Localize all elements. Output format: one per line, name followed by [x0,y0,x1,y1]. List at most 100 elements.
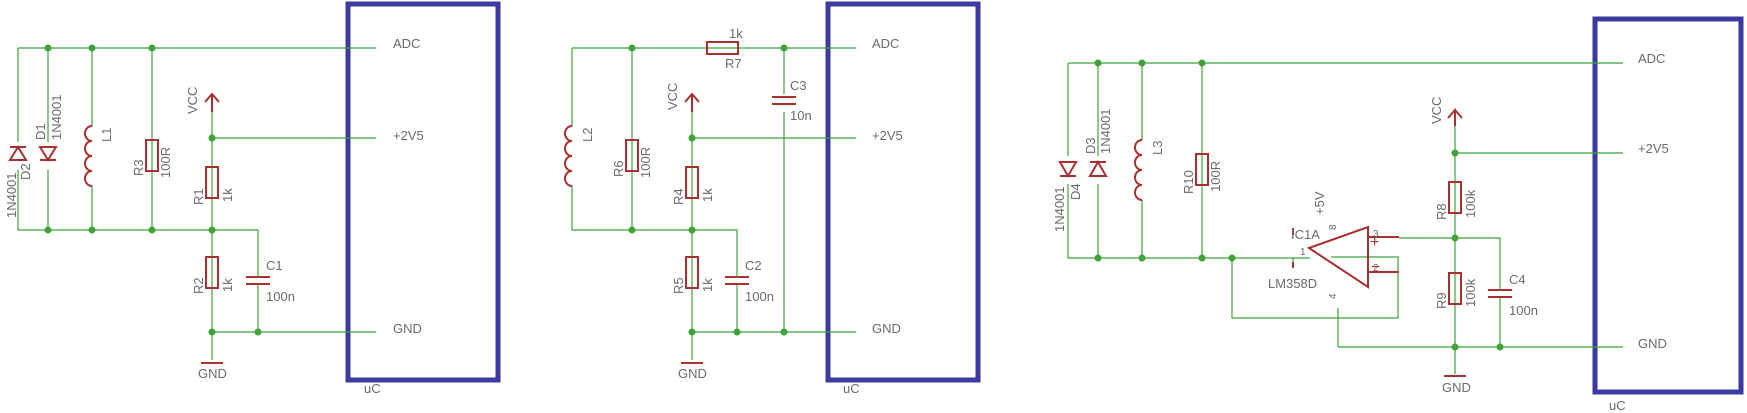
label-r4: R4 [671,188,686,205]
label-r10: R10 [1181,170,1196,194]
uc-block-3 [1592,16,1744,395]
pin-v25-3: +2V5 [1638,141,1669,156]
label-d2: D2 [18,163,33,180]
capacitor-c3 [772,96,796,105]
label-d3: D3 [1083,137,1098,154]
value-r9: 100k [1463,278,1478,307]
label-c2: C2 [745,258,762,273]
value-r8: 100k [1463,189,1478,218]
uc-label-2: uC [843,381,860,396]
resistor-r6 [625,139,639,172]
value-c3: 10n [790,108,812,123]
inductor-l2 [562,125,580,187]
circuit-2: uC 1k R7 C3 10n L2 R6 100R VCC [562,1,981,396]
label-d4: D4 [1068,183,1083,200]
label-r5: R5 [671,277,686,294]
pin-adc-3: ADC [1638,51,1665,66]
label-vcc-2: VCC [665,83,680,110]
label-gnd-2: GND [678,366,707,381]
opamp-ic1a [1292,225,1399,289]
label-r7: R7 [725,56,742,71]
uc-label-1: uC [364,381,381,396]
value-c1: 100n [266,289,295,304]
value-r1: 1k [220,188,235,202]
wires-2 [571,47,856,360]
pin-1-label: 1 [1300,247,1306,258]
resistor-r2 [205,256,219,289]
value-r10: 100R [1208,161,1223,192]
capacitor-c1 [246,262,270,285]
value-c2: 100n [745,289,774,304]
capacitor-c4 [1488,275,1512,298]
pin-4-label: 4 [1328,293,1339,299]
opamp-minus-sign: − [1371,259,1380,276]
uc-label-3: uC [1609,398,1626,413]
resistor-r3 [145,139,159,172]
pin-v25-1: +2V5 [393,128,424,143]
value-r4: 1k [700,188,715,202]
value-d1: 1N4001 [49,94,64,140]
label-r8: R8 [1434,203,1449,220]
value-r7: 1k [729,26,743,41]
inductor-l1 [82,125,100,187]
label-c1: C1 [266,258,283,273]
value-d2: 1N4001 [4,172,19,218]
label-gnd-3: GND [1442,380,1471,395]
opamp-plus-sign: + [1370,234,1379,251]
label-gnd-1: GND [198,366,227,381]
label-vcc-1: VCC [185,87,200,114]
resistor-r8 [1448,181,1462,214]
pin-gnd-3: GND [1638,336,1667,351]
label-r9: R9 [1434,292,1449,309]
capacitor-c2 [725,262,749,285]
label-r3: R3 [131,159,146,176]
label-d1: D1 [33,123,48,140]
resistor-r5 [685,256,699,289]
label-c4: C4 [1509,272,1526,287]
resistor-r10 [1195,153,1209,186]
value-d4: 1N4001 [1052,186,1067,232]
label-r1: R1 [191,188,206,205]
inductor-l3 [1132,139,1150,201]
wires-3 [1067,62,1623,374]
label-plus5v: +5V [1312,191,1327,215]
label-c3: C3 [790,78,807,93]
value-r2: 1k [220,278,235,292]
uc-block-1 [345,1,501,383]
resistor-r4 [685,166,699,199]
pin-adc-2: ADC [872,36,899,51]
label-r6: R6 [611,160,626,177]
value-r5: 1k [700,278,715,292]
value-ic1a: LM358D [1268,276,1317,291]
circuit-1: uC D2 1N4001 D1 1N4001 L1 [4,1,501,396]
label-vcc-3: VCC [1429,97,1444,124]
label-l2: L2 [580,128,595,142]
diode-d1 [38,142,58,170]
pin-2-label: 2 [1373,263,1379,274]
value-r3: 100R [158,147,173,178]
label-l3: L3 [1150,141,1165,155]
pin-adc-1: ADC [393,36,420,51]
resistor-r9 [1448,272,1462,305]
pin-gnd-2: GND [872,321,901,336]
label-l1: L1 [99,128,114,142]
circuit-3: uC D4 1N4001 D3 1N4001 L3 [1052,16,1744,413]
pin-gnd-1: GND [393,321,422,336]
diode-d4 [1058,156,1078,184]
resistor-r1 [205,166,219,199]
junctions-3 [1094,59,1504,351]
value-d3: 1N4001 [1098,108,1113,154]
junctions-2 [628,44,788,336]
pin-3-label: 3 [1373,229,1379,240]
resistor-r7 [706,41,739,55]
diode-d2 [8,142,28,170]
diode-d3 [1088,156,1108,184]
value-r6: 100R [638,147,653,178]
pin-v25-2: +2V5 [872,128,903,143]
label-r2: R2 [191,277,206,294]
pin-8-label: 8 [1328,224,1339,230]
label-ic1a: IC1A [1291,227,1320,242]
value-c4: 100n [1509,303,1538,318]
uc-block-2 [825,1,981,383]
